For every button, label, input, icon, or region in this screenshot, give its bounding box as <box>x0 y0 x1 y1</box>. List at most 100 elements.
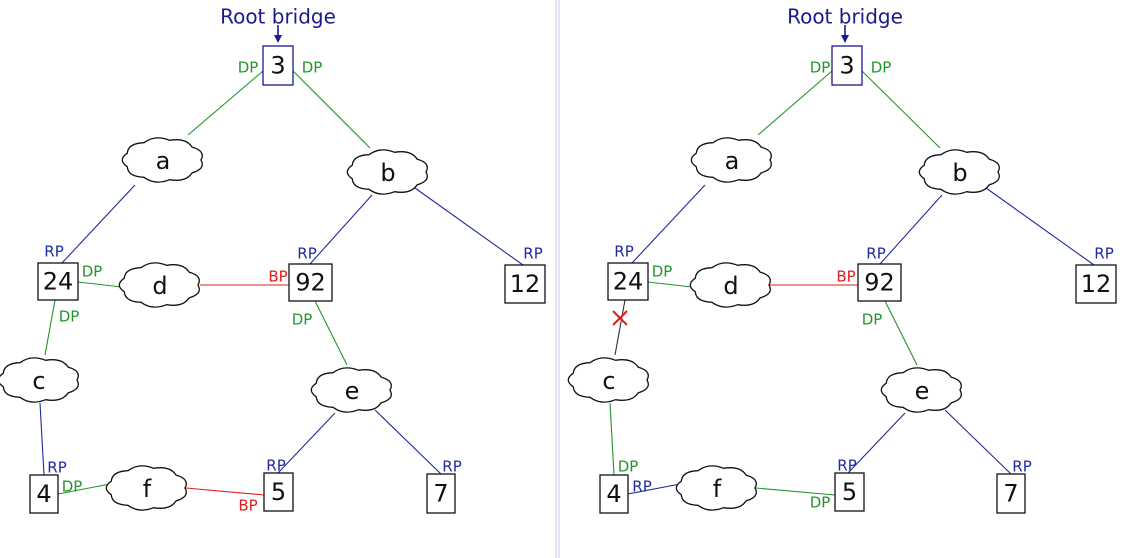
segment-d-label: d <box>723 272 738 300</box>
segment-f-cloud <box>675 465 757 511</box>
segment-c-label: c <box>32 367 45 395</box>
port-role-b4-c: RP <box>47 459 66 477</box>
bridge-7-label: 7 <box>433 480 448 508</box>
bridge-92-box <box>857 263 902 302</box>
port-role-b24-a: RP <box>614 243 633 261</box>
bridge-12-box <box>1075 264 1117 304</box>
segment-e-cloud <box>310 367 392 413</box>
bridge-7-box <box>996 473 1026 514</box>
link-b24-d <box>647 281 693 288</box>
bridge-7-label: 7 <box>1003 480 1018 508</box>
port-role-b3-a: DP <box>810 59 831 77</box>
link-b5-e <box>277 412 336 474</box>
bridge-3-label: 3 <box>270 52 285 80</box>
link-b3-b <box>292 70 371 149</box>
port-role-b3-a: DP <box>238 59 259 77</box>
segment-c-cloud <box>0 357 79 403</box>
segment-c-cloud <box>567 357 649 403</box>
port-role-b24-a: RP <box>44 243 63 261</box>
bridge-5-box <box>263 472 294 512</box>
port-role-b92-d: BP <box>268 268 287 286</box>
segment-d-cloud <box>118 262 200 308</box>
link-b3-b <box>861 70 941 149</box>
bridge-24-label: 24 <box>43 268 74 296</box>
link-b7-e <box>374 409 442 475</box>
link-b5-f <box>185 487 265 496</box>
port-role-b24-d: DP <box>82 263 103 281</box>
segment-f-label: f <box>713 475 722 503</box>
link-b4-f <box>57 483 111 495</box>
port-role-b4-f: RP <box>632 478 651 496</box>
port-role-b3-b: DP <box>302 59 323 77</box>
segment-e-cloud <box>880 367 962 413</box>
segment-a-label: a <box>156 147 171 175</box>
port-role-b5-f: BP <box>238 497 257 515</box>
link-b3-a <box>757 70 833 136</box>
port-role-b7-e: RP <box>1012 458 1031 476</box>
link-b24-c <box>614 299 626 356</box>
bridge-92-label: 92 <box>864 269 895 297</box>
link-b92-b <box>879 194 943 265</box>
link-b24-a <box>61 184 136 264</box>
port-role-b24-d: DP <box>652 263 673 281</box>
segment-e-label: e <box>915 377 930 405</box>
segment-a-cloud <box>121 137 203 183</box>
segment-a-cloud <box>690 137 772 183</box>
root-bridge-label: Root bridge <box>220 5 336 29</box>
link-b7-e <box>944 409 1012 475</box>
port-role-b92-d: BP <box>836 268 855 286</box>
segment-b-cloud <box>346 149 428 195</box>
link-b12-b <box>985 187 1095 266</box>
failed-link-mark <box>612 310 628 326</box>
bridge-12-label: 12 <box>1081 270 1112 298</box>
link-b24-d <box>77 281 123 288</box>
bridge-24-label: 24 <box>613 268 644 296</box>
segment-b-label: b <box>952 159 967 187</box>
bridge-12-box <box>504 264 546 304</box>
port-role-b5-e: RP <box>837 457 856 475</box>
bridge-7-box <box>426 473 456 514</box>
bridge-24-box <box>37 262 79 301</box>
link-b4-f <box>627 483 681 495</box>
link-b5-f <box>755 487 836 496</box>
port-role-b5-e: RP <box>266 457 285 475</box>
root-bridge-label: Root bridge <box>787 5 903 29</box>
port-role-b12-b: RP <box>1094 245 1113 263</box>
link-b5-e <box>847 412 906 474</box>
segment-b-label: b <box>380 159 395 187</box>
link-b24-a <box>631 184 706 264</box>
port-role-b92-b: RP <box>866 245 885 263</box>
bridge-3-label: 3 <box>839 52 854 80</box>
bridge-4-label: 4 <box>606 480 621 508</box>
link-b92-e <box>314 300 348 366</box>
port-role-b92-e: DP <box>292 311 313 329</box>
link-b24-c <box>44 299 56 356</box>
link-b3-a <box>187 70 264 136</box>
bridge-92-box <box>288 263 333 302</box>
port-role-b7-e: RP <box>442 458 461 476</box>
port-role-b92-b: RP <box>297 245 316 263</box>
segment-f-label: f <box>143 475 152 503</box>
segment-d-label: d <box>152 272 167 300</box>
port-role-b12-b: RP <box>523 245 542 263</box>
bridge-3-box <box>262 45 294 86</box>
link-b4-c <box>39 402 45 476</box>
segment-f-cloud <box>105 465 187 511</box>
segment-c-label: c <box>602 367 615 395</box>
link-b4-c <box>609 402 615 476</box>
bridge-3-box <box>831 45 863 86</box>
root-arrow-head <box>274 35 282 43</box>
bridge-4-box <box>599 474 629 514</box>
port-role-b92-e: DP <box>862 311 883 329</box>
bridge-12-label: 12 <box>510 270 541 298</box>
segment-e-label: e <box>345 377 360 405</box>
root-arrow-head <box>841 35 849 43</box>
link-b92-e <box>884 300 918 366</box>
link-b12-b <box>414 187 524 266</box>
segment-b-cloud <box>918 149 1000 195</box>
port-role-b5-f: DP <box>810 494 831 512</box>
port-role-b24-c: DP <box>59 308 80 326</box>
